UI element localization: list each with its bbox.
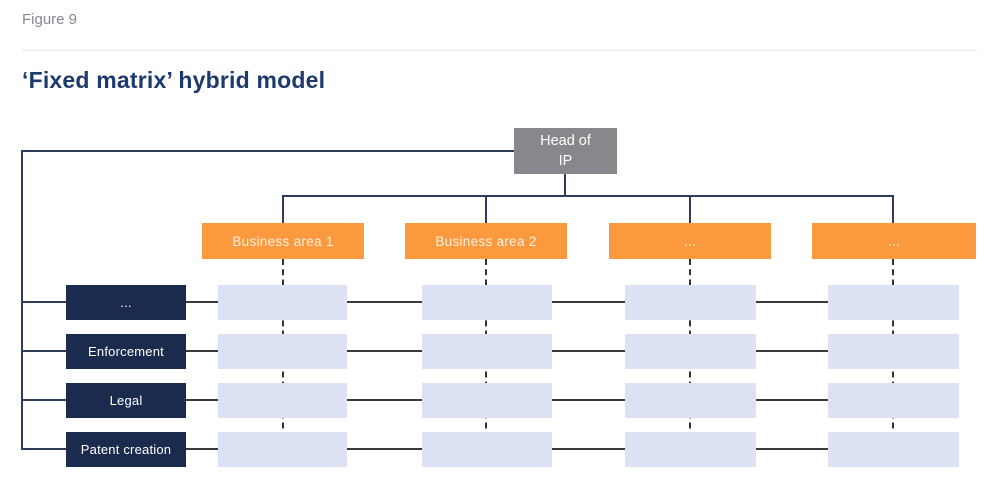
business-area-4-label: ... — [887, 233, 901, 249]
business-area-2-box: Business area 2 — [405, 223, 567, 259]
business-area-1-box: Business area 1 — [202, 223, 364, 259]
business-area-4-box: ... — [812, 223, 976, 259]
matrix-cell-r3-c4 — [828, 383, 959, 418]
connector-branch-row4 — [21, 448, 66, 450]
matrix-cell-r4-c2 — [422, 432, 552, 467]
head-of-ip-box: Head of IP — [514, 128, 617, 174]
connector-drop-ba4 — [892, 195, 894, 223]
business-area-1-label: Business area 1 — [232, 233, 334, 249]
matrix-cell-r4-c1 — [218, 432, 347, 467]
matrix-cell-r3-c1 — [218, 383, 347, 418]
function-row4-box: Patent creation — [66, 432, 186, 467]
function-row4-label: Patent creation — [80, 442, 172, 457]
connector-branch-row3 — [21, 399, 66, 401]
function-row2-label: Enforcement — [88, 344, 164, 359]
head-of-ip-label-line1: Head of — [540, 132, 591, 149]
matrix-cell-r4-c3 — [625, 432, 756, 467]
matrix-cell-r1-c2 — [422, 285, 552, 320]
connector-left-rail — [21, 150, 23, 450]
business-area-3-box: ... — [609, 223, 771, 259]
head-of-ip-label-line2: IP — [558, 153, 573, 169]
function-row3-label: Legal — [109, 393, 143, 408]
connector-drop-ba1 — [282, 195, 284, 223]
matrix-cell-r4-c4 — [828, 432, 959, 467]
connector-drop-ba2 — [485, 195, 487, 223]
function-row2-box: Enforcement — [66, 334, 186, 369]
divider — [22, 49, 977, 51]
matrix-cell-r2-c4 — [828, 334, 959, 369]
matrix-cell-r3-c2 — [422, 383, 552, 418]
business-area-2-label: Business area 2 — [435, 233, 537, 249]
function-row1-box: ... — [66, 285, 186, 320]
connector-drop-ba3 — [689, 195, 691, 223]
figure-label: Figure 9 — [22, 11, 78, 28]
function-row1-label: ... — [120, 295, 132, 310]
matrix-cell-r1-c4 — [828, 285, 959, 320]
connector-distribution-line — [282, 195, 893, 197]
figure-title: ‘Fixed matrix’ hybrid model — [22, 67, 326, 93]
connector-head-to-rail — [21, 150, 514, 152]
matrix-cell-r1-c3 — [625, 285, 756, 320]
matrix-cell-r2-c3 — [625, 334, 756, 369]
connector-branch-row2 — [21, 350, 66, 352]
matrix-cell-r2-c2 — [422, 334, 552, 369]
matrix-cell-r2-c1 — [218, 334, 347, 369]
connector-head-stub — [564, 174, 566, 195]
matrix-cell-r3-c3 — [625, 383, 756, 418]
matrix-cell-r1-c1 — [218, 285, 347, 320]
function-row3-box: Legal — [66, 383, 186, 418]
business-area-3-label: ... — [683, 233, 697, 249]
connector-branch-row1 — [21, 301, 66, 303]
